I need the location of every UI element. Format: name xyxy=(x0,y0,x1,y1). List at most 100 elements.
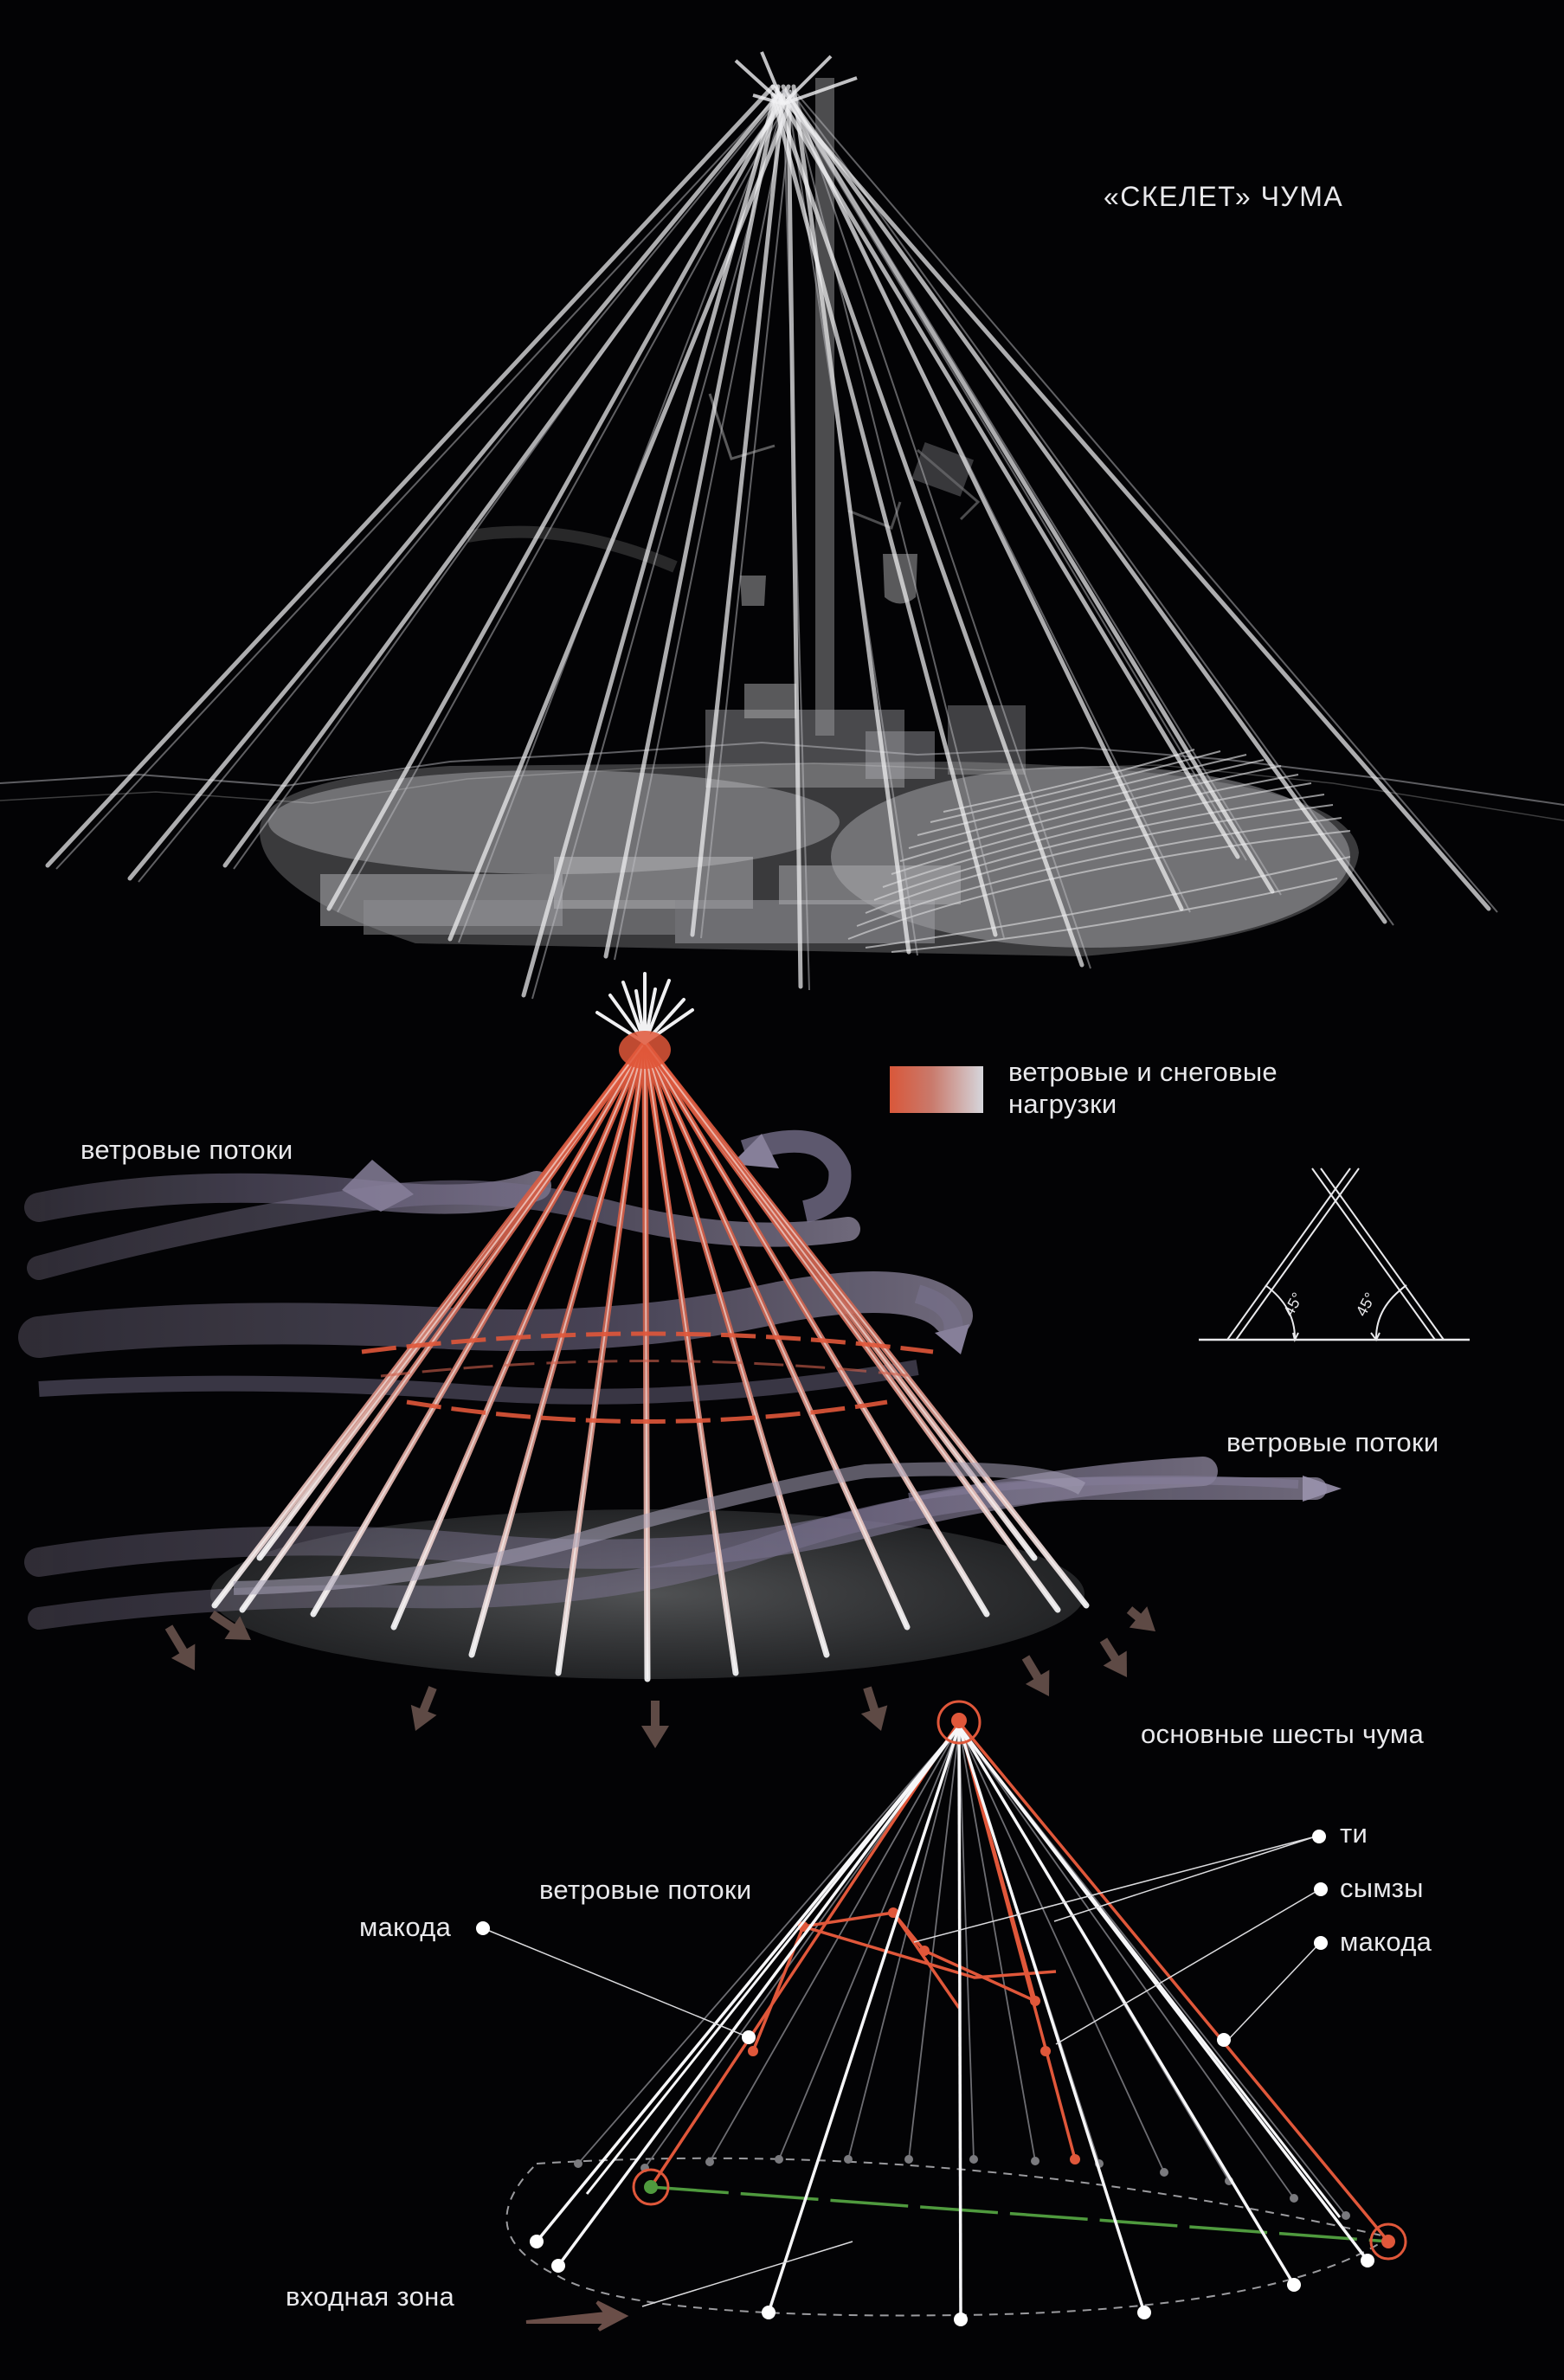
pole-base-dot xyxy=(1031,2157,1039,2165)
main-poles-label: основные шесты чума xyxy=(1141,1719,1425,1749)
skeleton-pole xyxy=(786,93,1275,894)
secondary-pole xyxy=(908,1726,960,2160)
skeleton-pole-edge xyxy=(138,89,788,883)
makoda-pole xyxy=(957,1726,1342,2218)
load-pole-highlight xyxy=(644,1042,988,1615)
main-pole xyxy=(535,1725,961,2243)
main-pole xyxy=(957,1726,1296,2286)
main-pole-base xyxy=(1287,2278,1301,2292)
wind-flow-label-bottom: ветровые потоки xyxy=(539,1875,752,1905)
skeleton-pole xyxy=(326,84,791,911)
base-ring xyxy=(505,2157,1392,2317)
skeleton-pole-edge xyxy=(793,89,1091,969)
loads-view xyxy=(18,972,1342,1748)
secondary-pole xyxy=(577,1726,960,2165)
wind-flow-label-left: ветровые потоки xyxy=(80,1135,293,1165)
skeleton-pole-edge xyxy=(782,89,1247,861)
pole-base-dot xyxy=(1160,2168,1168,2177)
secondary-pole xyxy=(958,1726,1036,2162)
entrance-marker xyxy=(632,2168,670,2206)
load-ring-lower xyxy=(406,1399,888,1424)
load-pole-highlight xyxy=(393,1042,646,1628)
skeleton-view xyxy=(0,51,1564,1000)
entrance-axis xyxy=(650,2185,1390,2243)
skeleton-pole-edge xyxy=(55,89,784,870)
load-pole-highlight xyxy=(644,1042,908,1628)
load-pole-highlight xyxy=(259,1042,646,1559)
main-pole-base xyxy=(762,2306,776,2319)
main-pole xyxy=(557,1725,961,2267)
skeleton-pole-edge xyxy=(233,89,791,870)
makoda-pole xyxy=(585,1726,961,2195)
skeleton-pole xyxy=(776,93,1240,859)
main-pole xyxy=(957,1726,1146,2313)
pole-base-dot xyxy=(844,2155,853,2164)
skeleton-pole-edge xyxy=(793,89,1498,913)
symzy-label: сымзы xyxy=(1340,1873,1424,1903)
pole-base-dot xyxy=(969,2155,978,2164)
pole-base-dot xyxy=(574,2159,582,2168)
legend-label-line1: ветровые и снеговые xyxy=(1008,1057,1278,1087)
apex-marker xyxy=(936,1700,982,1745)
wind-flow-label-right: ветровые потоки xyxy=(1226,1427,1439,1457)
load-pole-highlight xyxy=(644,1042,827,1656)
main-pole-base xyxy=(530,2235,544,2248)
pole-tip xyxy=(782,76,858,106)
floor-mats xyxy=(260,749,1359,956)
entrance-arrow xyxy=(525,2300,629,2332)
secondary-pole xyxy=(958,1726,1165,2173)
pole-tip xyxy=(760,51,785,105)
pole-tip xyxy=(734,59,785,106)
skeleton-pole xyxy=(776,101,1085,968)
skeleton-pole xyxy=(127,93,781,881)
pole-tip xyxy=(782,55,833,106)
angle-diagram xyxy=(1199,1167,1470,1342)
pole-crown xyxy=(595,972,694,1069)
pole-base-dot xyxy=(1290,2194,1298,2203)
skeleton-pole xyxy=(791,101,1387,924)
ground-load-arrow xyxy=(860,1686,888,1731)
skeleton-pole xyxy=(786,101,803,989)
skeleton-pole-edge xyxy=(614,89,791,961)
ground-load-arrow xyxy=(410,1686,437,1731)
main-poles xyxy=(530,1725,1374,2326)
entrance-zone-label: входная зона xyxy=(286,2281,455,2312)
skeleton-pole xyxy=(690,93,786,937)
ground-load-arrow xyxy=(209,1610,251,1640)
skeleton-pole xyxy=(770,84,1491,911)
makoda-label-left: макода xyxy=(359,1912,452,1942)
leader-dots xyxy=(476,1830,1328,2047)
secondary-pole xyxy=(709,1726,960,2163)
skeleton-pole xyxy=(45,84,776,868)
skeleton-pole-edge xyxy=(782,89,1191,913)
ground-load-arrows xyxy=(164,1606,1155,1748)
main-pole-base xyxy=(954,2312,968,2326)
load-pole-highlight xyxy=(557,1042,646,1674)
pole-tip xyxy=(752,93,784,106)
ti-label: ти xyxy=(1340,1818,1368,1849)
skeleton-pole xyxy=(770,93,998,937)
skeleton-poles xyxy=(45,51,1498,1000)
secondary-pole xyxy=(958,1726,975,2160)
skeleton-pole-edge xyxy=(782,89,810,991)
skeleton-pole-edge xyxy=(789,89,1394,926)
load-pole-highlight xyxy=(312,1042,646,1615)
skeleton-pole-edge xyxy=(789,89,1005,939)
ti-nodes xyxy=(748,1907,1080,2165)
pole-base-dot xyxy=(775,2155,783,2164)
legend-gradient-swatch xyxy=(890,1066,983,1113)
main-pole xyxy=(767,1726,961,2313)
pole-base-dot xyxy=(904,2155,913,2164)
load-pole-highlight xyxy=(644,1042,737,1674)
ground-load-arrow xyxy=(641,1701,669,1748)
frame-scheme xyxy=(476,1700,1407,2332)
ti-poles xyxy=(649,1721,1390,2243)
load-ring-upper xyxy=(361,1331,934,1354)
secondary-pole xyxy=(958,1726,1295,2199)
skeleton-pole xyxy=(603,84,781,959)
pole-base-dot xyxy=(705,2158,714,2166)
main-pole-base xyxy=(1137,2306,1151,2319)
main-pole-base xyxy=(551,2259,565,2273)
skeleton-pole xyxy=(521,101,776,998)
secondary-pole xyxy=(847,1726,960,2160)
